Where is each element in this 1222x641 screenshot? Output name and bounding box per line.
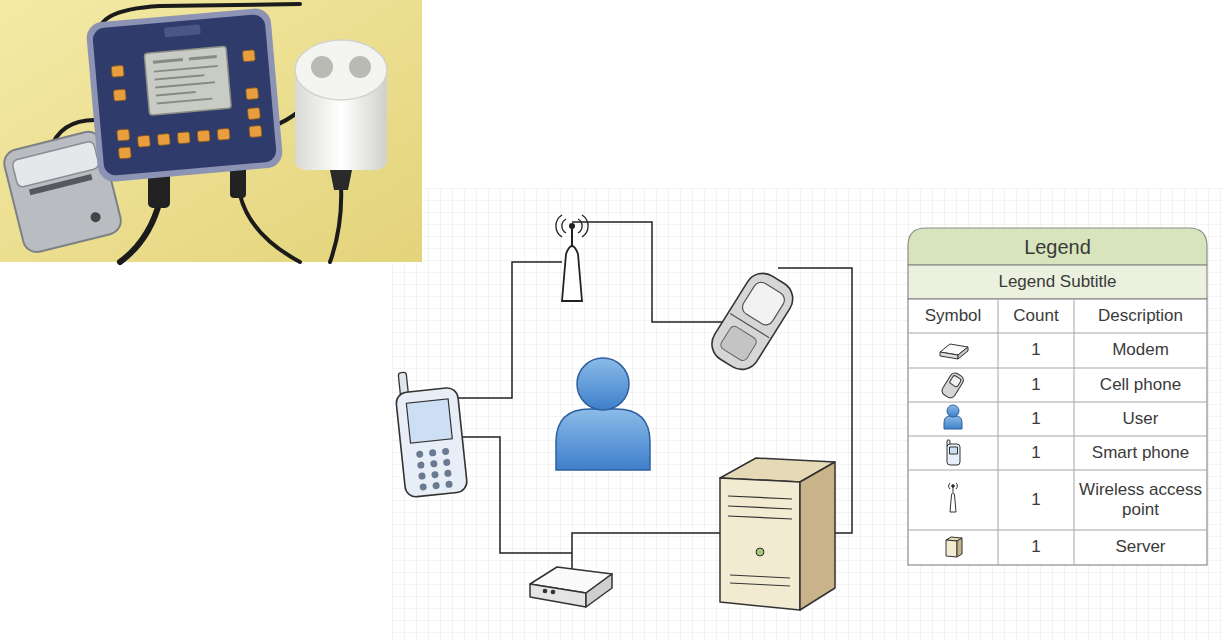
count-cell: 1 bbox=[998, 402, 1074, 436]
column-header: Symbol bbox=[908, 299, 998, 333]
radio-waves bbox=[556, 215, 588, 237]
lcd-screen bbox=[144, 46, 231, 115]
modem-front bbox=[530, 584, 586, 607]
vent-line bbox=[730, 575, 790, 578]
legend-header bbox=[908, 228, 1207, 265]
legend-description: Modem bbox=[1074, 333, 1207, 368]
phone-keypad bbox=[416, 448, 453, 491]
paper-slot bbox=[29, 174, 93, 195]
legend-description: User bbox=[1074, 402, 1207, 436]
phone-body bbox=[395, 387, 468, 498]
grid-background bbox=[392, 188, 1222, 641]
modem-light bbox=[543, 589, 546, 592]
count-cell: 1 bbox=[998, 368, 1074, 402]
control-unit bbox=[85, 7, 283, 183]
user-symbol bbox=[556, 358, 650, 470]
server-symbol bbox=[946, 537, 962, 557]
user-body bbox=[556, 409, 650, 470]
printer-button bbox=[90, 211, 102, 223]
sensor-hole bbox=[349, 56, 371, 78]
phone-body bbox=[705, 267, 799, 377]
unit-badge bbox=[164, 24, 201, 37]
cell-phone-symbol bbox=[705, 267, 799, 377]
vent-line bbox=[730, 583, 790, 586]
drive-slot bbox=[728, 506, 792, 509]
sensor-plug bbox=[330, 170, 352, 190]
count-cell: 1 bbox=[998, 530, 1074, 565]
modem-symbol bbox=[940, 344, 968, 359]
column-header: Description bbox=[1074, 299, 1207, 333]
cable bbox=[120, 200, 160, 262]
power-light bbox=[756, 548, 764, 556]
column-header: Count bbox=[998, 299, 1074, 333]
legend-table bbox=[908, 228, 1207, 565]
legend-subtitle-row bbox=[908, 265, 1207, 299]
wire bbox=[440, 262, 562, 398]
access-point-symbol bbox=[949, 483, 958, 512]
wire bbox=[452, 437, 572, 553]
phone-screen bbox=[406, 399, 452, 443]
access-point-body bbox=[562, 246, 582, 301]
legend-title: Legend bbox=[908, 228, 1207, 265]
smart-phone-symbol bbox=[393, 367, 468, 498]
unit-face bbox=[92, 14, 277, 177]
count-cell: 1 bbox=[998, 333, 1074, 368]
lcd-content bbox=[153, 55, 221, 104]
modem-symbol bbox=[530, 567, 612, 607]
modem-side bbox=[586, 574, 612, 607]
legend-subtitle: Legend Subtitle bbox=[908, 265, 1207, 299]
cable bbox=[240, 195, 300, 262]
photo-background bbox=[0, 0, 422, 262]
legend-description: Smart phone bbox=[1074, 436, 1207, 470]
count-cell: 1 bbox=[998, 436, 1074, 470]
legend-description: Server bbox=[1074, 530, 1207, 565]
server-side bbox=[800, 462, 835, 610]
device-photo bbox=[0, 0, 422, 262]
cell-phone-symbol bbox=[940, 371, 965, 400]
user-symbol bbox=[944, 405, 962, 429]
phone-screen bbox=[739, 279, 787, 328]
sensor-top bbox=[295, 40, 387, 100]
antenna-tip bbox=[569, 223, 575, 229]
table-rules bbox=[908, 299, 1207, 565]
smart-phone-symbol bbox=[947, 440, 960, 465]
legend-description: Wireless access point bbox=[1074, 470, 1207, 530]
drive-slot bbox=[728, 516, 792, 519]
sensor-hole bbox=[311, 56, 333, 78]
server-front bbox=[720, 478, 800, 610]
phone-keys bbox=[719, 324, 758, 362]
count-cell: 1 bbox=[998, 470, 1074, 530]
legend-description: Cell phone bbox=[1074, 368, 1207, 402]
legend-symbols bbox=[940, 344, 968, 557]
user-head bbox=[577, 358, 629, 410]
legend-body bbox=[908, 299, 1207, 565]
grid-lines bbox=[392, 188, 1222, 641]
keypad-buttons bbox=[111, 50, 263, 159]
unit-rim bbox=[85, 7, 283, 183]
access-point-symbol bbox=[556, 215, 588, 301]
wire bbox=[572, 533, 720, 570]
server-symbol bbox=[720, 458, 835, 610]
wire bbox=[572, 222, 724, 322]
sensor bbox=[295, 40, 387, 190]
drive-slot bbox=[728, 496, 792, 499]
modem-light bbox=[551, 590, 554, 593]
